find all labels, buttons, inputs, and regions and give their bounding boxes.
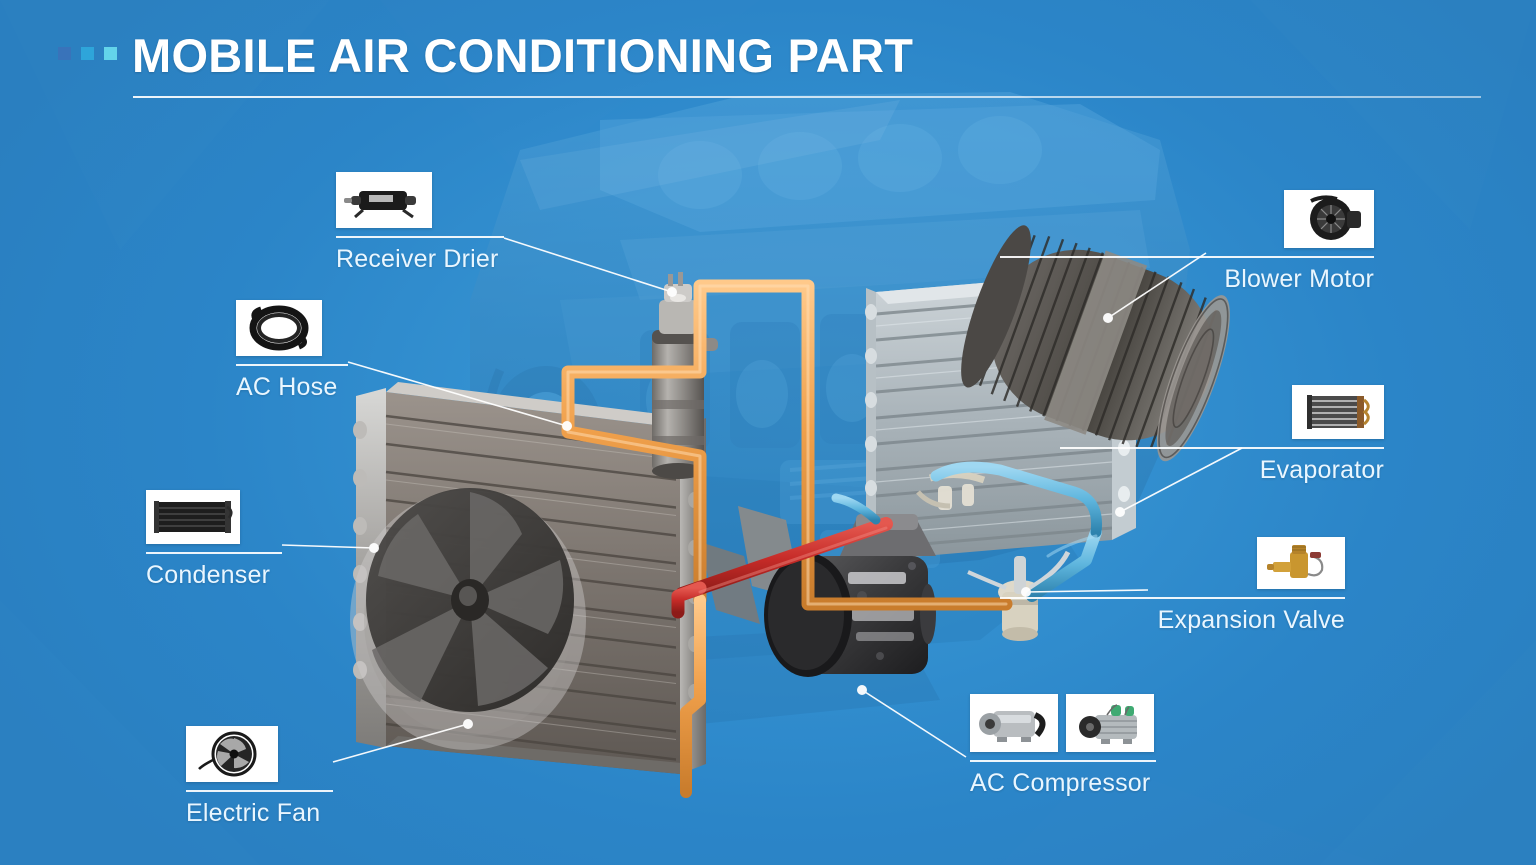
evaporator-icon xyxy=(1307,395,1370,429)
thumbnail-group xyxy=(146,490,282,544)
ac-compressor-thumbnail-1[interactable] xyxy=(970,694,1058,752)
callout-condenser[interactable]: Condenser xyxy=(146,490,282,590)
caption-rule xyxy=(1000,256,1374,258)
callout-ac-hose[interactable]: AC Hose xyxy=(236,300,348,402)
expansion-valve-icon xyxy=(1267,545,1324,578)
decor-square-2 xyxy=(81,47,94,60)
decor-square-3 xyxy=(104,47,117,60)
blower-motor xyxy=(961,225,1230,462)
blower-motor-thumbnail[interactable] xyxy=(1284,190,1374,248)
thumbnail-group xyxy=(336,172,504,228)
thumbnail-group xyxy=(1060,385,1384,439)
decor-square-1 xyxy=(58,47,71,60)
callout-expansion-valve[interactable]: Expansion Valve xyxy=(1000,537,1345,635)
title-divider xyxy=(133,96,1481,98)
receiver-drier-icon xyxy=(344,191,416,219)
callout-receiver-drier[interactable]: Receiver Drier xyxy=(336,172,504,274)
callout-label-ac-hose: AC Hose xyxy=(236,373,338,401)
leader-ac-compressor xyxy=(857,685,967,758)
leader-ac-hose xyxy=(347,361,572,431)
leader-blower-motor xyxy=(1103,252,1207,323)
caption-rule xyxy=(1000,597,1345,599)
condenser-thumbnail[interactable] xyxy=(146,490,240,544)
caption-rule xyxy=(146,552,282,554)
header: MOBILE AIR CONDITIONING PART xyxy=(0,0,1536,120)
caption-rule xyxy=(336,236,504,238)
thumbnail-group xyxy=(970,694,1156,752)
callout-label-condenser: Condenser xyxy=(146,561,271,589)
decorative-squares xyxy=(58,47,117,60)
thumbnail-group xyxy=(1000,537,1345,589)
leader-lines xyxy=(281,237,1243,763)
callout-evaporator[interactable]: Evaporator xyxy=(1060,385,1384,485)
leader-electric-fan xyxy=(332,719,473,763)
callout-ac-compressor[interactable]: AC Compressor xyxy=(970,694,1156,798)
caption-rule xyxy=(970,760,1156,762)
callout-label-evaporator: Evaporator xyxy=(1259,456,1384,484)
ac-compressor-thumbnail-2[interactable] xyxy=(1066,694,1154,752)
electric-fan xyxy=(350,488,586,750)
page-title: MOBILE AIR CONDITIONING PART xyxy=(132,29,914,82)
ac-compressor-icon xyxy=(1079,704,1137,744)
callout-label-receiver-drier: Receiver Drier xyxy=(336,245,499,273)
pipe-cold-blue xyxy=(1026,526,1102,602)
callout-label-ac-compressor: AC Compressor xyxy=(970,769,1151,797)
caption-rule xyxy=(236,364,348,366)
expansion-valve-thumbnail[interactable] xyxy=(1257,537,1345,589)
electric-fan-thumbnail[interactable] xyxy=(186,726,278,782)
blower-motor-icon xyxy=(1310,195,1361,240)
thumbnail-group xyxy=(1000,190,1374,248)
thumbnail-group xyxy=(186,726,333,782)
callout-label-expansion-valve: Expansion Valve xyxy=(1157,606,1345,634)
callout-electric-fan[interactable]: Electric Fan xyxy=(186,726,333,828)
ac-hose-icon xyxy=(249,305,309,351)
leader-receiver-drier xyxy=(503,237,677,297)
callout-label-blower-motor: Blower Motor xyxy=(1224,265,1374,293)
caption-rule xyxy=(1060,447,1384,449)
evaporator-thumbnail[interactable] xyxy=(1292,385,1384,439)
ac-compressor-icon xyxy=(979,711,1046,742)
caption-rule xyxy=(186,790,333,792)
callout-label-electric-fan: Electric Fan xyxy=(186,799,321,827)
receiver-drier-thumbnail[interactable] xyxy=(336,172,432,228)
callout-blower-motor[interactable]: Blower Motor xyxy=(1000,190,1374,294)
leader-condenser xyxy=(281,543,379,553)
thumbnail-group xyxy=(236,300,348,356)
electric-fan-icon xyxy=(198,731,257,777)
condenser-icon xyxy=(154,501,233,533)
ac-hose-thumbnail[interactable] xyxy=(236,300,322,356)
leader-evaporator xyxy=(1115,447,1243,517)
leader-expansion-valve xyxy=(1021,587,1149,597)
